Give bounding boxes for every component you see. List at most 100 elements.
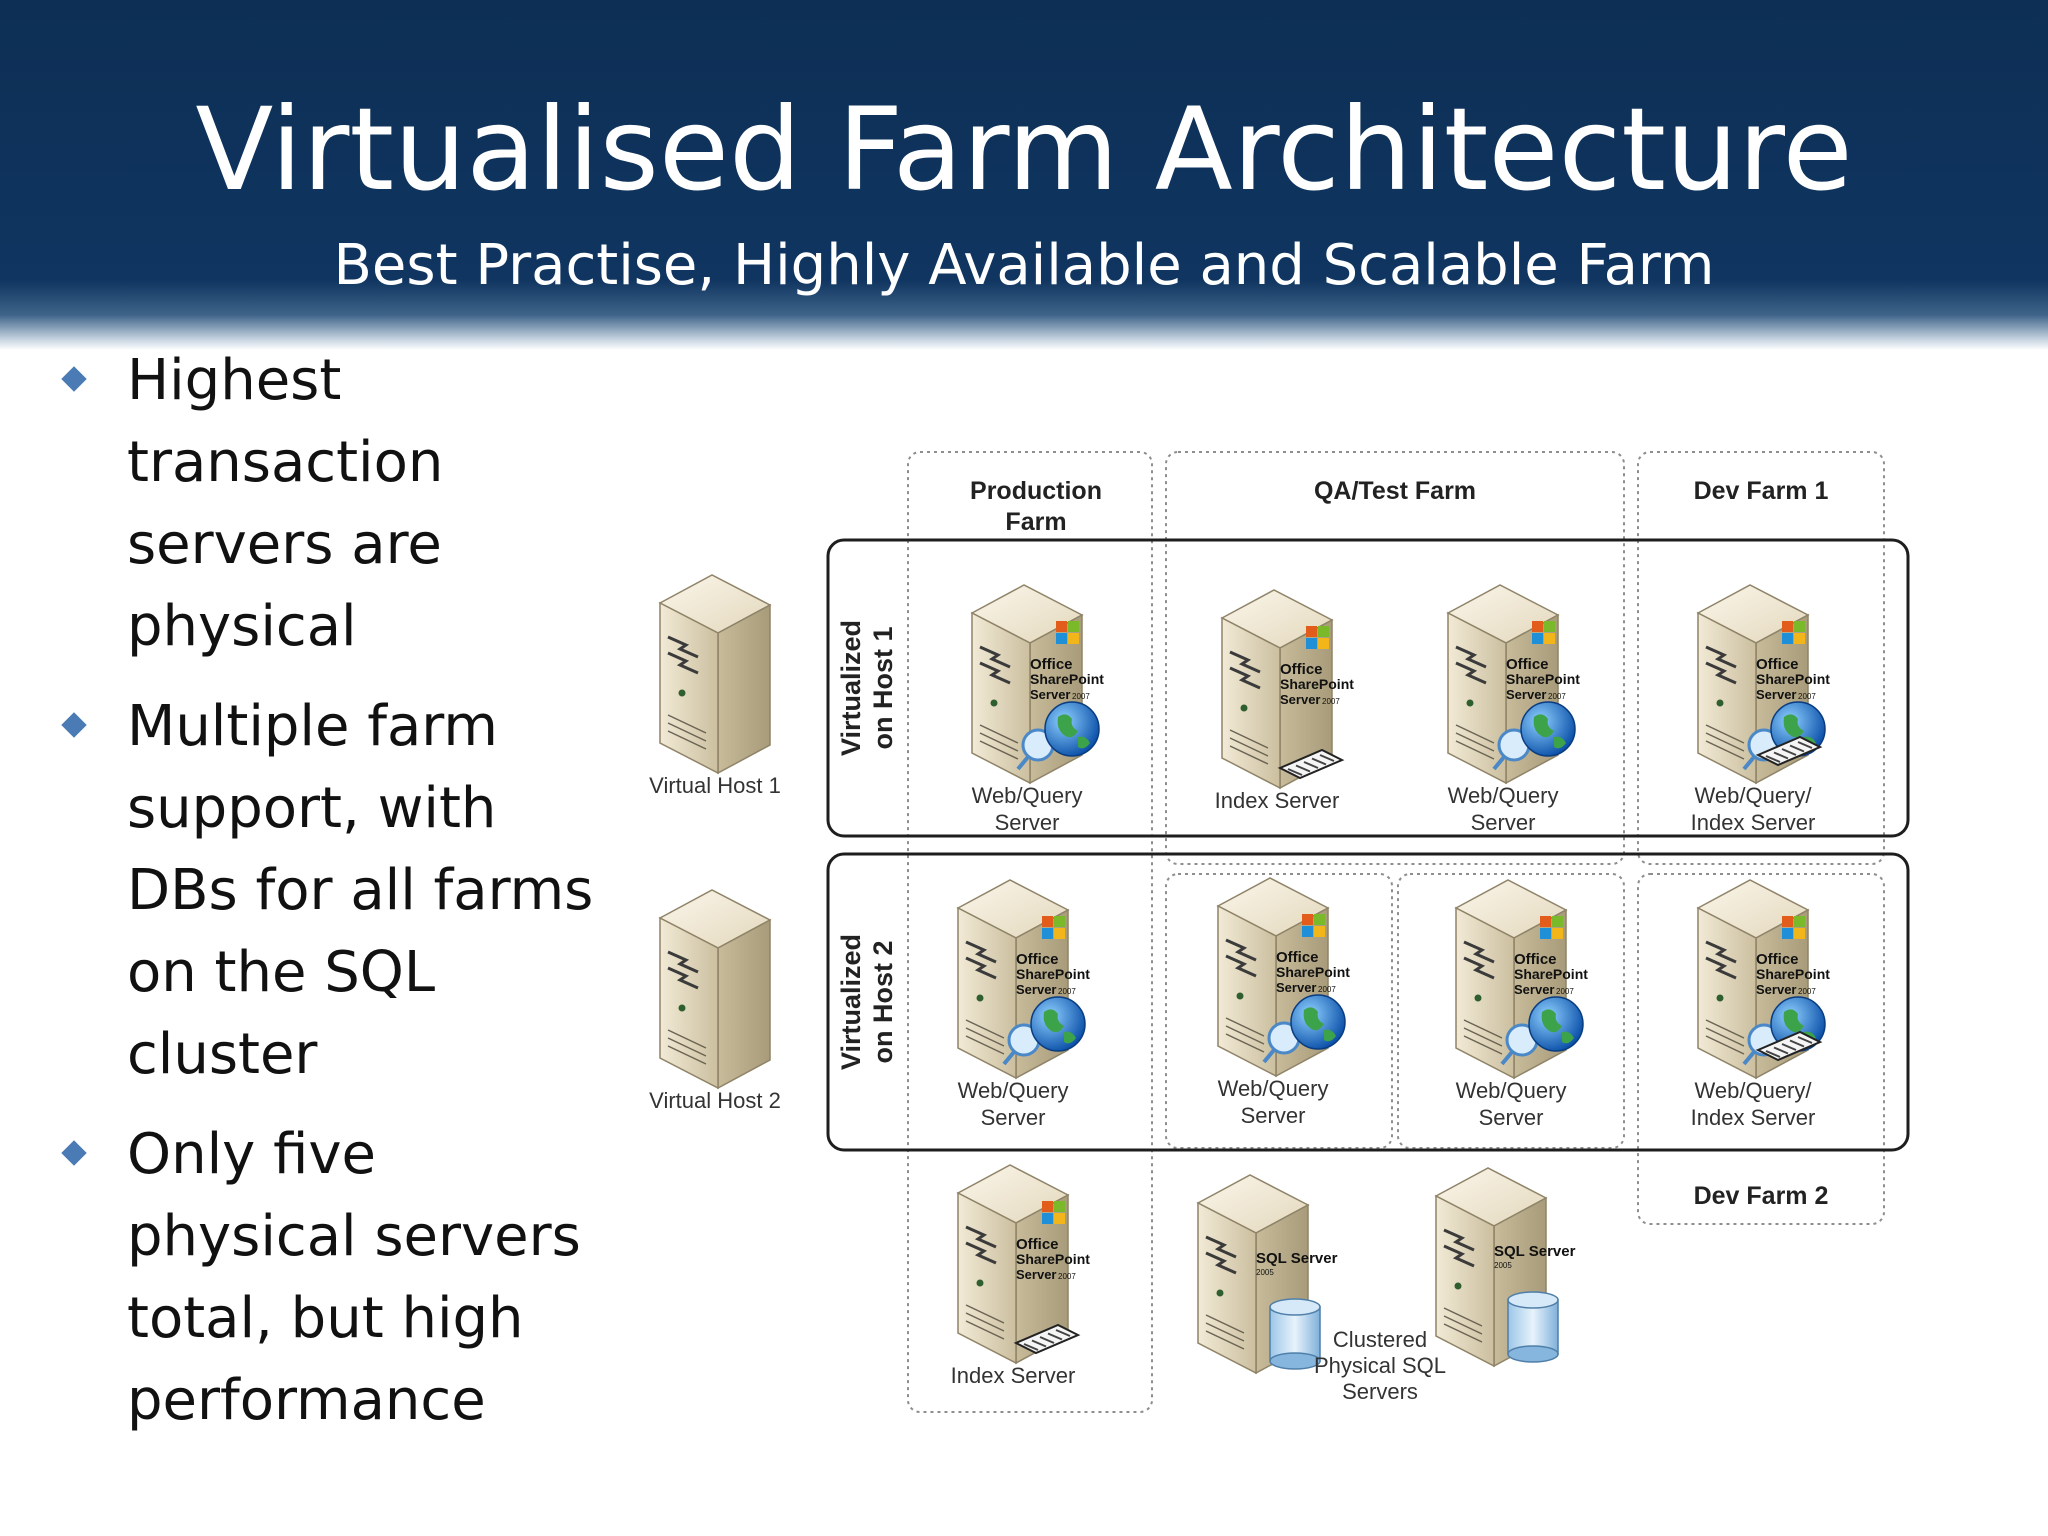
svg-text:2007: 2007: [1798, 987, 1816, 996]
svg-text:SharePoint: SharePoint: [1016, 966, 1090, 982]
svg-text:2007: 2007: [1058, 1272, 1076, 1281]
sql-cluster-label-group: Clustered Physical SQL Servers: [1314, 1327, 1446, 1404]
server-label: Web/Query: [1456, 1078, 1567, 1103]
globe-search-icon: [1016, 701, 1100, 771]
server-label: Index Server: [1215, 788, 1340, 813]
server-label: Server: [1241, 1103, 1306, 1128]
svg-text:Server: Server: [1016, 1267, 1056, 1282]
host-1-label: Virtualized: [836, 620, 866, 756]
svg-text:Server: Server: [1756, 687, 1796, 702]
svg-text:SQL Server: SQL Server: [1256, 1250, 1338, 1267]
svg-text:2007: 2007: [1058, 987, 1076, 996]
globe-search-icon: [1500, 996, 1584, 1066]
globe-search-icon: [1002, 996, 1086, 1066]
svg-text:Office: Office: [1280, 661, 1323, 678]
svg-text:2005: 2005: [1256, 1268, 1274, 1277]
svg-text:Office: Office: [1016, 951, 1059, 968]
server-virtual-host-1: Virtual Host 1: [649, 574, 781, 798]
svg-text:Office: Office: [1030, 656, 1073, 673]
svg-text:2007: 2007: [1322, 697, 1340, 706]
server-label: Server: [995, 810, 1060, 835]
server-label: Virtual Host 2: [649, 1088, 781, 1113]
host-1-box: [826, 538, 1910, 838]
svg-text:Office: Office: [1276, 949, 1319, 966]
bullet-text: Multiple farm support, with DBs for all …: [127, 694, 594, 1087]
svg-text:2005: 2005: [1494, 1261, 1512, 1270]
host-2-label: Virtualized: [836, 934, 866, 1070]
qa-test-lower-box-right: [1397, 873, 1625, 1149]
qa-test-lower-box-left: [1165, 873, 1393, 1149]
dev-farm-1-box: [1637, 451, 1885, 865]
svg-text:Office: Office: [1514, 951, 1557, 968]
index-card-icon: [1755, 1030, 1823, 1062]
svg-text:SharePoint: SharePoint: [1514, 966, 1588, 982]
svg-text:Server: Server: [1030, 687, 1070, 702]
server-label: Web/Query: [1448, 783, 1559, 808]
server-label: Web/Query/: [1695, 783, 1813, 808]
svg-text:Office: Office: [1756, 951, 1799, 968]
database-cylinder-icon: [1269, 1298, 1321, 1370]
farm-labels: Production Farm QA/Test Farm Dev Farm 1 …: [970, 477, 1828, 1210]
server-label: Index Server: [1691, 1105, 1816, 1130]
farm-boxes: [826, 451, 1910, 1413]
production-farm-label: Farm: [1005, 508, 1066, 536]
server-label: Index Server: [1691, 810, 1816, 835]
svg-text:2007: 2007: [1072, 692, 1090, 701]
svg-text:Office: Office: [1506, 656, 1549, 673]
production-farm-label: Production: [970, 477, 1102, 505]
svg-text:Server: Server: [1016, 982, 1056, 997]
svg-text:SharePoint: SharePoint: [1276, 964, 1350, 980]
svg-text:2007: 2007: [1798, 692, 1816, 701]
production-farm-box: [907, 451, 1153, 1413]
svg-text:Server: Server: [1276, 980, 1316, 995]
diamond-bullet-icon: [61, 1140, 87, 1166]
server-label: Web/Query/: [1695, 1078, 1813, 1103]
farm-architecture-diagram: Production Farm QA/Test Farm Dev Farm 1 …: [649, 451, 1910, 1413]
sql-cluster-label: Clustered: [1333, 1327, 1427, 1352]
host-labels: Virtualized on Host 1 Virtualized on Hos…: [836, 620, 898, 1070]
bullet-item: Highest transaction servers are physical: [55, 340, 615, 668]
server-label: Web/Query: [972, 783, 1083, 808]
qa-test-farm-label: QA/Test Farm: [1314, 477, 1476, 505]
globe-search-icon: [1262, 994, 1346, 1064]
svg-text:SharePoint: SharePoint: [1030, 671, 1104, 687]
sql-cluster-label: Servers: [1342, 1379, 1418, 1404]
bullet-text: Only five physical servers total, but hi…: [127, 1122, 581, 1433]
qa-test-farm-box: [1165, 451, 1625, 865]
dev-farm-1-label: Dev Farm 1: [1694, 477, 1829, 505]
svg-text:SharePoint: SharePoint: [1016, 1251, 1090, 1267]
server-label: Server: [981, 1105, 1046, 1130]
host-1-label: on Host 1: [868, 626, 898, 749]
svg-text:2007: 2007: [1556, 987, 1574, 996]
dev-farm-2-box: [1637, 873, 1885, 1225]
diamond-bullet-icon: [61, 366, 87, 392]
bullet-text: Highest transaction servers are physical: [127, 348, 444, 659]
bullet-item: Only five physical servers total, but hi…: [55, 1114, 615, 1442]
slide-subtitle: Best Practise, Highly Available and Scal…: [333, 233, 1715, 298]
svg-text:SharePoint: SharePoint: [1756, 966, 1830, 982]
server-label: Index Server: [951, 1363, 1076, 1388]
bullet-item: Multiple farm support, with DBs for all …: [55, 686, 615, 1096]
globe-search-icon: [1492, 701, 1576, 771]
svg-text:Server: Server: [1506, 687, 1546, 702]
